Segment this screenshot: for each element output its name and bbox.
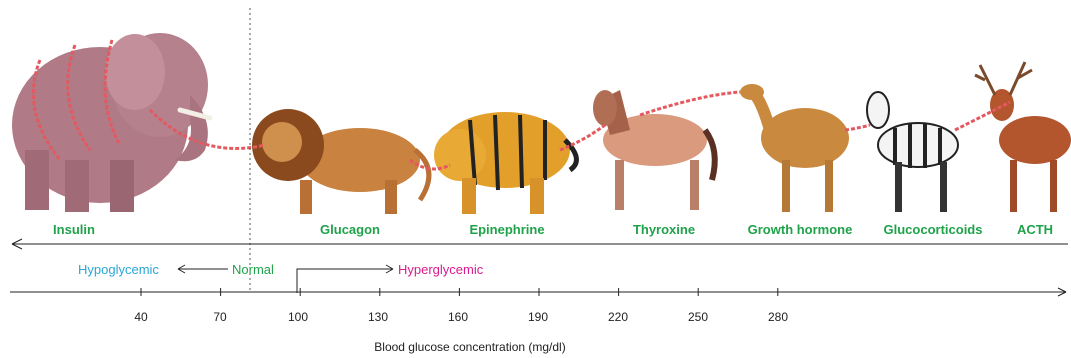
tick-label: 190 [528, 310, 548, 324]
hormone-direction-arrow [12, 239, 1068, 249]
tiger-icon [434, 112, 576, 214]
camel-icon [740, 84, 849, 212]
tick-label: 130 [368, 310, 388, 324]
label-glucocorticoids: Glucocorticoids [884, 222, 983, 237]
hyperglycemic-arrow [297, 265, 393, 293]
horse-icon [593, 90, 715, 210]
tick-label: 220 [608, 310, 628, 324]
tick-label: 250 [688, 310, 708, 324]
label-thyroxine: Thyroxine [633, 222, 695, 237]
tick-label: 40 [134, 310, 147, 324]
elephant-icon [12, 33, 210, 212]
tick-label: 280 [768, 310, 788, 324]
label-growth-hormone: Growth hormone [748, 222, 853, 237]
tick-label: 70 [213, 310, 226, 324]
hypoglycemic-arrow [178, 265, 228, 273]
lion-icon [252, 109, 429, 214]
deer-icon [975, 62, 1071, 212]
label-epinephrine: Epinephrine [469, 222, 544, 237]
tick-label: 100 [288, 310, 308, 324]
label-insulin: Insulin [53, 222, 95, 237]
axis-title: Blood glucose concentration (mg/dl) [374, 340, 565, 354]
label-glucagon: Glucagon [320, 222, 380, 237]
tick-label: 160 [448, 310, 468, 324]
zebra-icon [867, 92, 958, 212]
normal-label: Normal [232, 262, 274, 277]
label-acth: ACTH [1017, 222, 1053, 237]
hypoglycemic-label: Hypoglycemic [78, 262, 159, 277]
hyperglycemic-label: Hyperglycemic [398, 262, 483, 277]
glucose-axis [10, 288, 1066, 296]
